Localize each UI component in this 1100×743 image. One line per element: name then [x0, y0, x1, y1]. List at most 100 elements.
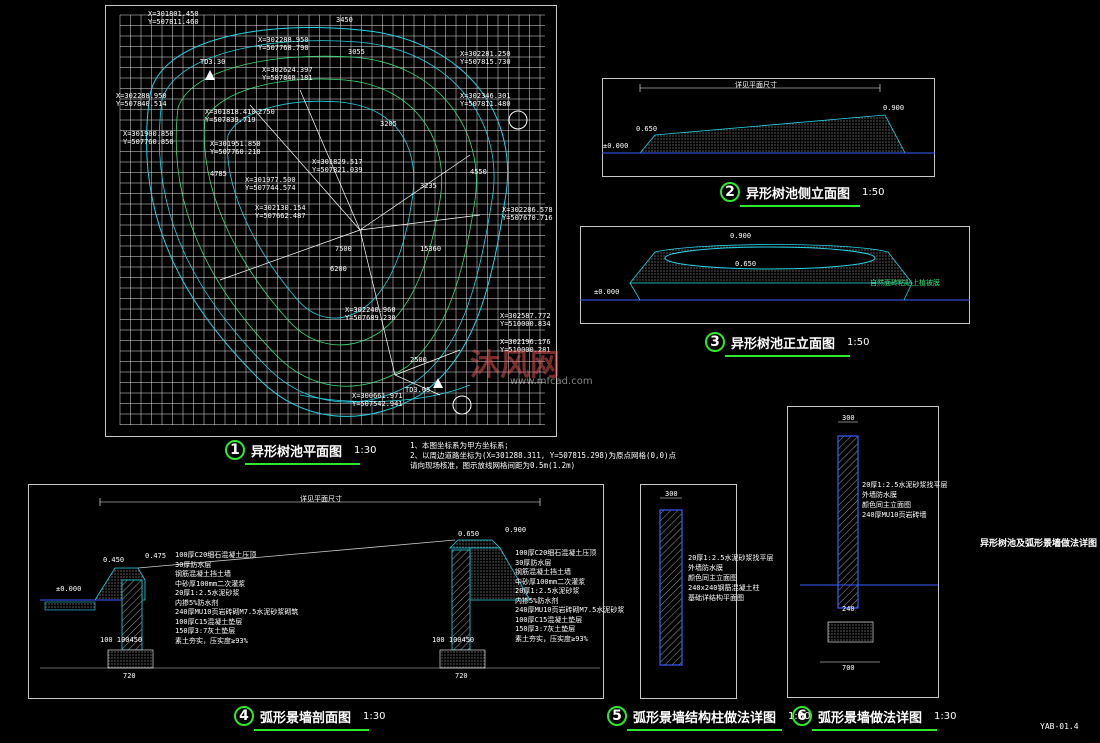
- view-scale-4: 1:30: [363, 710, 386, 722]
- elev2-level-1: 0.650: [636, 125, 658, 133]
- plan-markers: [205, 70, 528, 415]
- plan-coordinate-label: Y=510000.834: [500, 320, 551, 328]
- view-scale-3: 1:50: [847, 336, 870, 348]
- view-scale-2: 1:50: [862, 186, 885, 198]
- sec4-level-l3: ±0.000: [56, 585, 82, 593]
- elev2-level-2: 0.900: [883, 104, 905, 112]
- plan-coordinate-label: TD3.30: [200, 58, 226, 66]
- sec4-dim-width-r: 720: [455, 672, 468, 680]
- plan-dimension-label: 6200: [330, 265, 347, 273]
- title-underline-5: [627, 729, 782, 731]
- col6-note: 颜色同主立面图: [862, 501, 911, 509]
- view-scale-1: 1:30: [354, 444, 377, 456]
- title-view-3: 3 异形树池正立面图 1:50: [705, 332, 869, 352]
- title-view-6: 6 弧形景墙做法详图 1:30: [792, 706, 956, 726]
- plan-coordinate-label: TD3.05: [405, 386, 431, 394]
- note-line-1: 1、本图坐标系为甲方坐标系；: [410, 441, 513, 450]
- wall-section-frame: [28, 484, 604, 699]
- sec4-note-right: 100厚C15混凝土垫层: [515, 615, 583, 624]
- view-title-1: 异形树池平面图: [251, 444, 343, 460]
- plan-dimension-label: 2500: [410, 356, 427, 364]
- plan-dimension-label: 4785: [210, 170, 227, 178]
- view-number-1: 1: [225, 440, 245, 460]
- plan-coordinate-label: Y=507821.039: [312, 166, 363, 174]
- sec4-note-left: 钢筋混凝土挡土墙: [175, 570, 231, 578]
- sec4-note-left: 240厚MU10页岩砖砌M7.5水泥砂浆砌筑: [175, 608, 299, 616]
- col5-note: 基础详结构平面图: [688, 594, 744, 602]
- plan-coordinate-label: Y=507768.790: [258, 44, 309, 52]
- plan-coordinate-label: X=300661.971: [352, 392, 403, 400]
- plan-grid: [119, 14, 545, 425]
- plan-coordinate-label: Y=507839.719: [205, 116, 256, 124]
- plan-coordinate-label: X=301977.500: [245, 176, 296, 184]
- plan-coordinate-label: X=302196.176: [500, 338, 551, 346]
- plan-coordinate-label: Y=507744.574: [245, 184, 296, 192]
- view-title-5: 弧形景墙结构柱做法详图: [633, 710, 777, 726]
- plan-frame: [105, 5, 557, 437]
- plan-coordinate-label: X=301951.850: [210, 140, 261, 148]
- wall-detail-linework: [800, 421, 938, 663]
- col6-note: 240厚MU10页岩砖墙: [862, 511, 927, 519]
- plan-coordinate-label: Y=507811.460: [148, 18, 199, 26]
- plan-coordinate-label: Y=507815.730: [460, 58, 511, 66]
- plan-coordinate-label: Y=507662.487: [255, 212, 306, 220]
- title-view-4: 4 弧形景墙剖面图 1:30: [234, 706, 385, 726]
- elev3-level-3: ±0.000: [594, 288, 620, 296]
- view-title-4: 弧形景墙剖面图: [260, 710, 352, 726]
- sec4-note-left: 30厚防水层: [175, 560, 212, 569]
- sec4-note-right: 素土夯实，压实度≥93%: [515, 634, 588, 643]
- column-detail-frame: [640, 484, 737, 699]
- view-number-2: 2: [720, 182, 740, 202]
- col6-dim-top: 300: [842, 414, 855, 422]
- note-line-3: 请向现场核准，图示放线网格间距为0.5m(1.2m): [410, 461, 576, 470]
- plan-coordinate-label: Y=507840.514: [116, 100, 167, 108]
- plan-coordinate-label: Y=507670.716: [502, 214, 553, 222]
- sec4-note-right: 内掺5%防水剂: [515, 596, 559, 605]
- view-number-6: 6: [792, 706, 812, 726]
- drawing-number: YAB-01.4: [1040, 722, 1079, 731]
- plan-coordinate-label: X=301801.450: [148, 10, 199, 18]
- col5-note: 240x240钢筋混凝土柱: [688, 584, 760, 592]
- plan-dimension-label: 3450: [336, 16, 353, 24]
- front-elevation-frame: [580, 226, 970, 324]
- sec4-note-left: 中砂厚100mm二次灌浆: [175, 579, 246, 588]
- plan-radius-lines: [219, 89, 481, 396]
- watermark-url: www.mfcad.com: [510, 376, 593, 387]
- sec4-note-left: 100厚C20细石混凝土压顶: [175, 551, 257, 559]
- view-title-3: 异形树池正立面图: [731, 336, 836, 352]
- sec4-level-r2: 0.900: [505, 526, 527, 534]
- plan-dimension-label: 7500: [335, 245, 352, 253]
- sec4-note-right: 20厚1:2.5水泥砂浆: [515, 587, 580, 595]
- sec4-note-right: 100厚C20细石混凝土压顶: [515, 549, 597, 557]
- plan-dimension-label: 2750: [258, 108, 275, 116]
- col6-dim-bottom: 700: [842, 664, 855, 672]
- plan-coordinate-label: X=302240.960: [345, 306, 396, 314]
- sec4-level-r1: 0.650: [458, 530, 480, 538]
- sec4-note-left: 100厚C15混凝土垫层: [175, 617, 243, 626]
- plan-outlines: [146, 27, 509, 417]
- plan-coordinate-label: X=302286.578: [502, 206, 553, 214]
- col5-note: 20厚1:2.5水泥砂浆找平层: [688, 554, 774, 562]
- sec4-note-left: 内掺5%防水剂: [175, 598, 219, 607]
- plan-coordinate-label: Y=510000.281: [500, 346, 551, 354]
- front-elevation-linework: [580, 244, 970, 301]
- wall-section-linework: [40, 498, 600, 669]
- col6-note: 外墙防水膜: [862, 491, 897, 499]
- sec4-note-right: 钢筋混凝土挡土墙: [515, 568, 571, 576]
- sec4-note-left: 素土夯实，压实度≥93%: [175, 636, 248, 645]
- sec4-note-right: 中砂厚100mm二次灌浆: [515, 577, 586, 586]
- sec4-note-left: 150厚3:7灰土垫层: [175, 627, 236, 635]
- view-scale-6: 1:30: [934, 710, 957, 722]
- sec4-note-right: 150厚3:7灰土垫层: [515, 625, 576, 633]
- plan-coordinate-label: X=302288.950: [116, 92, 167, 100]
- title-underline-2: [740, 205, 860, 207]
- plan-coordinate-label: Y=507760.210: [210, 148, 261, 156]
- elev3-level-1: 0.900: [730, 232, 752, 240]
- title-view-5: 5 弧形景墙结构柱做法详图 1:30: [607, 706, 810, 726]
- sec4-level-l2: 0.475: [145, 552, 167, 560]
- view-number-4: 4: [234, 706, 254, 726]
- col5-note: 外墙防水膜: [688, 564, 723, 572]
- plan-coordinate-label: X=301829.517: [312, 158, 363, 166]
- view-title-6: 弧形景墙做法详图: [818, 710, 923, 726]
